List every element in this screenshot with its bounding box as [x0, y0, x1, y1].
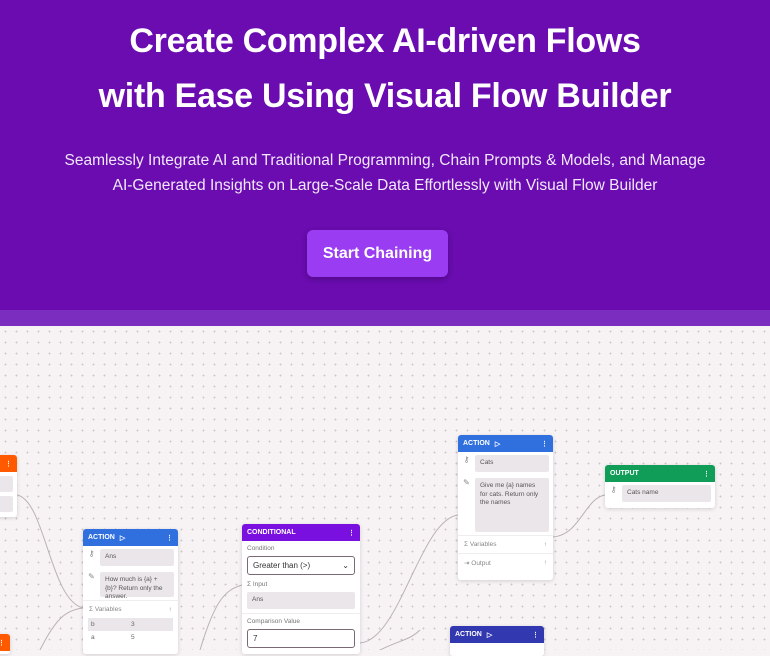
input-label: Input [252, 581, 268, 588]
key-icon: ⚷ [88, 549, 95, 558]
comparison-input[interactable]: 7 [247, 628, 355, 648]
prompt-field[interactable]: Give me {a} names for cats. Return only … [475, 477, 549, 532]
condition-select[interactable]: Greater than (>) ⌄ [247, 556, 355, 575]
key-icon: ⚷ [610, 485, 617, 494]
variables-label: Variables [469, 540, 497, 548]
menu-icon[interactable]: ⋮ [532, 631, 539, 639]
sigma-icon: Σ [464, 540, 469, 548]
node-header: OUTPUT [610, 470, 639, 477]
hero-subtitle-line1: Seamlessly Integrate AI and Traditional … [64, 152, 706, 169]
start-chaining-button[interactable]: Start Chaining [307, 230, 448, 277]
condition-label: Condition [247, 545, 275, 552]
node-header: ACTION [88, 534, 115, 541]
output-icon: ⇥ [464, 559, 470, 567]
orange-node-partial[interactable]: ⋮ [0, 455, 17, 517]
play-icon[interactable]: ▷ [486, 631, 493, 639]
collapse-arrow-icon[interactable]: ↑ [543, 559, 547, 567]
menu-icon[interactable]: ⋮ [703, 470, 710, 478]
output-node[interactable]: OUTPUT ⋮ ⚷ Cats name [605, 465, 715, 508]
comparison-label: Comparison Value [242, 612, 360, 627]
menu-icon[interactable]: ⋮ [541, 440, 548, 448]
chevron-down-icon: ⌄ [342, 561, 349, 570]
conditional-node[interactable]: CONDITIONAL ⋮ Condition Greater than (>) ⌄… [242, 524, 360, 654]
output-label: Output [471, 559, 491, 567]
play-icon[interactable]: ▷ [119, 534, 126, 542]
menu-icon[interactable]: ⋮ [166, 534, 173, 542]
divider-strip [0, 310, 770, 326]
prompt-field[interactable]: How much is {a} + {b}? Return only the a… [100, 571, 174, 600]
pencil-icon: ✎ [463, 477, 470, 487]
key-icon: ⚷ [463, 455, 470, 464]
action-node-3[interactable]: ACTION ▷ ⋮ [450, 626, 544, 656]
play-icon[interactable]: ▷ [494, 440, 501, 448]
input-field[interactable]: Ans [247, 592, 355, 609]
menu-icon[interactable]: ⋮ [5, 460, 12, 468]
action-node-ans[interactable]: ACTION ▷ ⋮ ⚷ Ans ✎ How much is {a} + {b}? Re… [83, 529, 178, 654]
menu-icon[interactable]: ⋮ [348, 529, 355, 537]
name-field[interactable]: Cats [475, 455, 549, 472]
collapse-arrow-icon[interactable]: ↑ [543, 540, 547, 548]
hero-section: Create Complex AI-driven Flows with Ease… [0, 0, 770, 312]
node-header: CONDITIONAL [247, 529, 296, 536]
variable-value: 5 [131, 633, 135, 641]
orange-node-partial-2[interactable]: ⋮ [0, 634, 10, 654]
sigma-icon: Σ [247, 581, 252, 588]
field[interactable] [0, 496, 13, 512]
menu-icon[interactable]: ⋮ [0, 639, 5, 647]
node-header: ACTION [455, 631, 482, 638]
hero-title-line1: Create Complex AI-driven Flows [129, 22, 641, 60]
hero-subtitle-line2: AI-Generated Insights on Large-Scale Dat… [112, 177, 658, 194]
sigma-icon: Σ [89, 605, 94, 613]
condition-value: Greater than (>) [253, 561, 311, 570]
variable-key: b [91, 620, 95, 628]
node-header: ACTION [463, 440, 490, 447]
output-name-field[interactable]: Cats name [622, 485, 711, 502]
pencil-icon: ✎ [88, 571, 95, 581]
collapse-arrow-icon[interactable]: ↑ [168, 605, 172, 613]
hero-title-line2: with Ease Using Visual Flow Builder [98, 77, 672, 115]
variable-key: a [91, 633, 95, 641]
name-field[interactable]: Ans [100, 549, 174, 566]
field[interactable] [0, 476, 13, 492]
variables-label: Variables [94, 605, 122, 613]
action-node-cats[interactable]: ACTION ▷ ⋮ ⚷ Cats ✎ Give me {a} names for ca… [458, 435, 553, 580]
variable-value: 3 [131, 620, 135, 628]
